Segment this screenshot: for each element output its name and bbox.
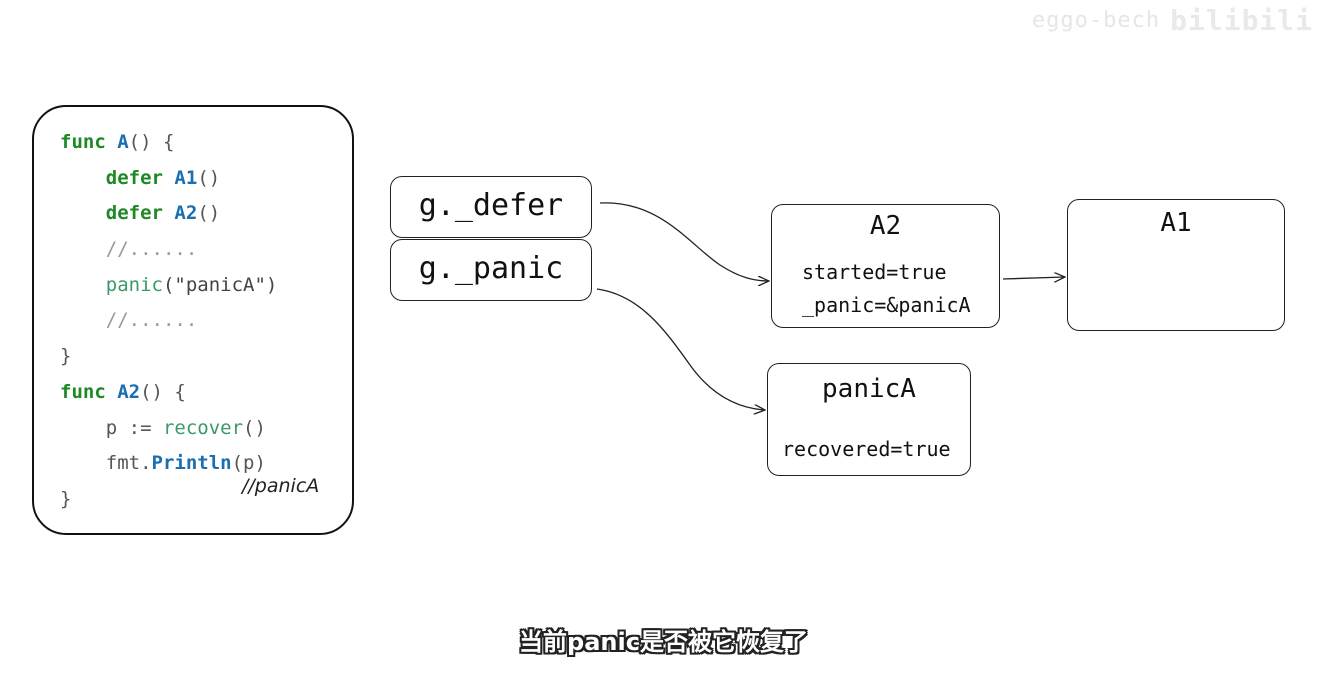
code-block: func A() { defer A1() defer A2() //.....… — [60, 125, 277, 518]
code-line: defer A1() — [60, 161, 277, 197]
code-token: A2 — [117, 380, 141, 403]
code-token: () — [243, 416, 266, 439]
defer-record-a1: A1 — [1067, 199, 1285, 331]
g-panic-label: g._panic — [418, 251, 564, 286]
code-token: () — [197, 166, 221, 189]
code-token: } — [60, 487, 72, 510]
code-line: //...... — [60, 303, 277, 339]
code-line: fmt.Println(p) — [60, 446, 277, 482]
code-token: () { — [140, 380, 186, 403]
code-token: //...... — [105, 238, 198, 261]
watermark: eggo-bech bilibili — [1032, 4, 1313, 37]
code-line: func A() { — [60, 125, 277, 161]
code-panel: func A() { defer A1() defer A2() //.....… — [32, 105, 354, 535]
code-token: panic — [105, 273, 163, 296]
code-token: recover — [162, 416, 244, 439]
code-token: defer — [105, 202, 163, 225]
panica-title: panicA — [822, 374, 916, 404]
arrow-defer-to-a2 — [599, 202, 769, 281]
code-annotation: //panicA — [242, 475, 320, 497]
code-token: A1 — [174, 166, 198, 189]
a2-title: A2 — [869, 211, 902, 241]
defer-record-a2: A2 started=true _panic=&panicA — [771, 204, 1000, 328]
a2-started-field: started=true — [802, 260, 947, 284]
code-line: defer A2() — [60, 196, 277, 232]
code-line: //...... — [60, 232, 277, 268]
bilibili-logo-icon: bilibili — [1170, 4, 1313, 37]
code-token: fmt. — [60, 452, 152, 475]
watermark-text: eggo-bech — [1031, 8, 1161, 33]
g-panic-box: g._panic — [390, 239, 592, 301]
g-defer-label: g._defer — [418, 188, 564, 223]
video-subtitle: 当前panic是否被它恢复了 — [519, 628, 808, 656]
code-line: func A2() { — [60, 375, 277, 411]
code-token: //...... — [105, 309, 198, 332]
code-token: () { — [128, 131, 175, 153]
code-line: } — [60, 339, 277, 375]
code-line: panic("panicA") — [60, 268, 278, 304]
code-token: } — [60, 345, 72, 368]
code-token: Println — [151, 452, 232, 475]
code-token: func — [60, 380, 106, 403]
code-token: () — [197, 202, 221, 225]
code-token: (p) — [231, 452, 266, 475]
panica-recovered-field: recovered=true — [782, 437, 951, 461]
arrow-panic-to-panica — [596, 288, 765, 410]
code-line: } — [60, 482, 277, 518]
code-token: func — [60, 131, 106, 153]
code-token: A2 — [174, 202, 198, 225]
code-token: A — [117, 131, 129, 153]
code-line: p := recover() — [60, 411, 277, 447]
code-token: defer — [105, 166, 163, 189]
a2-panic-field: _panic=&panicA — [802, 293, 971, 317]
code-token: p := — [60, 416, 163, 439]
panic-record-panica: panicA recovered=true — [767, 363, 971, 476]
code-token: ("panicA") — [162, 273, 278, 296]
a1-title: A1 — [1160, 208, 1192, 238]
g-defer-box: g._defer — [390, 176, 592, 238]
arrow-a2-to-a1 — [1002, 277, 1065, 279]
